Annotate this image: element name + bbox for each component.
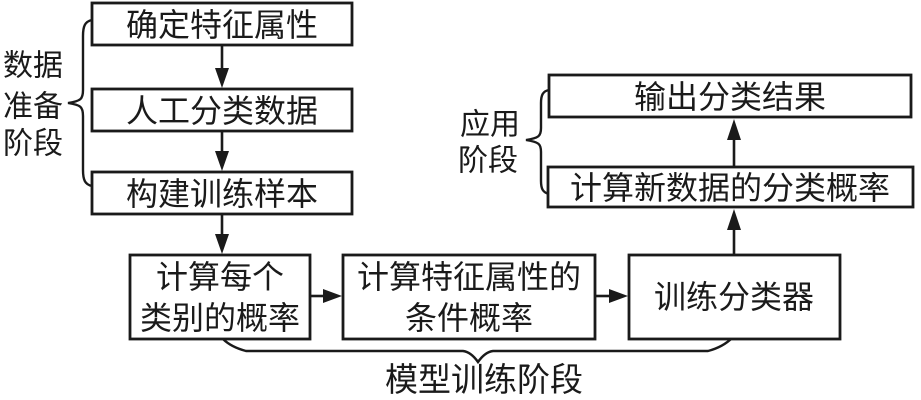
- node-new-data-probability: 计算新数据的分类概率: [546, 165, 915, 209]
- stage-label-line: 数据: [3, 50, 63, 83]
- stage-label-line: 阶段: [3, 128, 63, 161]
- node-train-classifier: 训练分类器: [627, 253, 842, 341]
- node-box: [547, 73, 913, 119]
- arrow-condprob-to-trainclf: [595, 289, 628, 303]
- arrow-classprob-to-condprob: [310, 289, 342, 303]
- stage-label-data-prep: 数据 准备 阶段: [3, 50, 63, 161]
- node-label-line: 计算特征属性的: [357, 259, 581, 295]
- node-label: 人工分类数据: [126, 93, 318, 129]
- node-label-line: 类别的概率: [140, 300, 300, 336]
- stage-label-line: 应用: [460, 109, 520, 142]
- node-label-line: 条件概率: [405, 300, 533, 336]
- node-class-probability: 计算每个 类别的概率: [128, 253, 312, 341]
- arrow-newdataprob-to-output: [727, 119, 741, 167]
- node-box: [90, 170, 354, 216]
- node-label: 训练分类器: [654, 279, 814, 315]
- brace-model-training-stage: [222, 337, 733, 365]
- node-label-line: 计算每个: [156, 259, 284, 295]
- node-output-result: 输出分类结果: [547, 73, 913, 119]
- node-box: [627, 253, 842, 341]
- stage-label-line: 阶段: [458, 145, 518, 178]
- arrow-determine-to-manual: [215, 45, 229, 88]
- node-manual-classified-data: 人工分类数据: [90, 87, 354, 133]
- node-label: 构建训练样本: [126, 176, 318, 212]
- node-label: 输出分类结果: [634, 79, 826, 115]
- stage-label-application: 应用 阶段: [458, 109, 520, 178]
- node-box: [546, 165, 915, 209]
- node-conditional-probability: 计算特征属性的 条件概率: [341, 253, 597, 341]
- node-box: [128, 253, 312, 341]
- brace-application-stage: [525, 88, 550, 196]
- brace-data-prep-stage: [67, 18, 93, 188]
- node-label: 确定特征属性: [126, 7, 318, 43]
- node-build-training-samples: 构建训练样本: [90, 170, 354, 216]
- node-box: [90, 87, 354, 133]
- stage-label-model-training: 模型训练阶段: [385, 362, 583, 399]
- arrow-manual-to-build: [215, 130, 229, 171]
- node-box: [341, 253, 597, 341]
- node-box: [90, 1, 354, 47]
- arrow-build-to-classprob: [215, 213, 229, 254]
- stage-label-line: 准备: [3, 91, 63, 124]
- node-determine-features: 确定特征属性: [90, 1, 354, 47]
- arrow-trainclf-to-newdataprob: [727, 209, 741, 255]
- node-label: 计算新数据的分类概率: [570, 170, 890, 206]
